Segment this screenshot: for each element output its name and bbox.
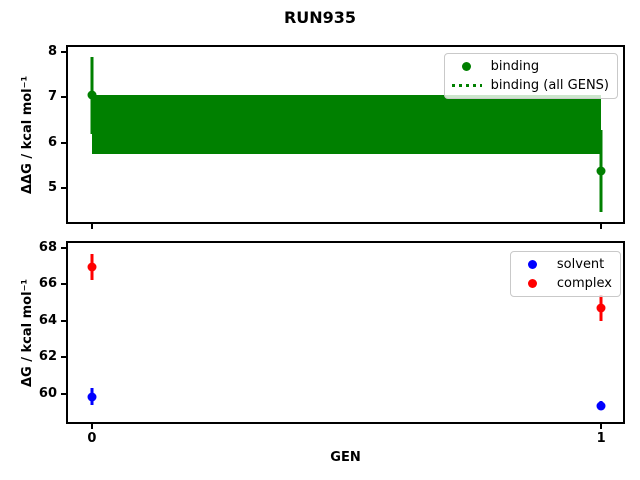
data-point-binding-1 [596,166,606,176]
data-point-solvent-0 [87,392,97,402]
data-point-solvent-1 [596,401,606,411]
data-point-complex-1 [596,303,606,313]
legend-label: solvent [556,257,605,272]
plot-area-binding: 5 6 7 8 binding binding (all GENS) [48,45,625,229]
y-tick-mark [61,392,66,395]
x-axis-label: GEN [330,450,361,465]
x-tick-mark [600,224,603,229]
legend-item-complex: complex [513,274,612,293]
y-tick-mark [61,96,66,99]
x-tick-label: 1 [596,431,606,446]
legend-circle-marker-icon [513,279,553,288]
figure-title: RUN935 [283,8,357,27]
legend-circle-marker-icon [513,260,553,269]
y-tick-mark [61,186,66,189]
y-tick-label: 60 [38,385,57,401]
y-tick-label: 62 [38,349,57,365]
x-tick-mark [600,424,603,429]
y-tick-label: 5 [47,179,57,195]
x-tick-mark [90,224,93,229]
y-tick-mark [61,50,66,53]
data-point-complex-0 [87,262,97,272]
legend-binding: binding binding (all GENS) [443,53,618,99]
y-tick-label: 6 [47,134,57,150]
legend-dotted-line-icon [447,84,487,87]
legend-label: binding [490,59,540,74]
y-tick-label: 64 [38,312,57,328]
legend-dot [462,62,472,71]
data-point-binding-0 [87,90,97,100]
legend-item-solvent: solvent [513,255,612,274]
legend-dot [528,260,538,269]
legend-line [451,84,482,87]
y-tick-label: 8 [47,44,57,59]
y-tick-label: 7 [47,89,57,105]
legend-free-energy: solvent complex [509,251,621,297]
y-tick-label: 68 [38,239,57,255]
plot-area-free-energy: 60 62 64 66 68 0 1 solvent complex [39,240,625,446]
legend-label: complex [556,276,612,291]
y-axis-label-free-energy: ΔG / kcal mol⁻¹ [20,278,35,387]
legend-circle-marker-icon [447,62,487,71]
y-tick-mark [61,246,66,249]
legend-item-binding: binding [447,57,609,76]
y-tick-label: 66 [38,276,57,292]
legend-item-binding-all-gens-: binding (all GENS) [447,76,609,95]
legend-dot [528,279,538,288]
confidence-band-binding [91,95,602,154]
y-tick-mark [61,283,66,286]
y-axis-label-binding: ΔΔG / kcal mol⁻¹ [20,75,35,194]
y-tick-mark [61,141,66,144]
y-tick-mark [61,319,66,322]
x-tick-label: 0 [87,431,97,446]
y-tick-mark [61,356,66,359]
legend-label: binding (all GENS) [490,78,609,93]
x-tick-mark [90,424,93,429]
